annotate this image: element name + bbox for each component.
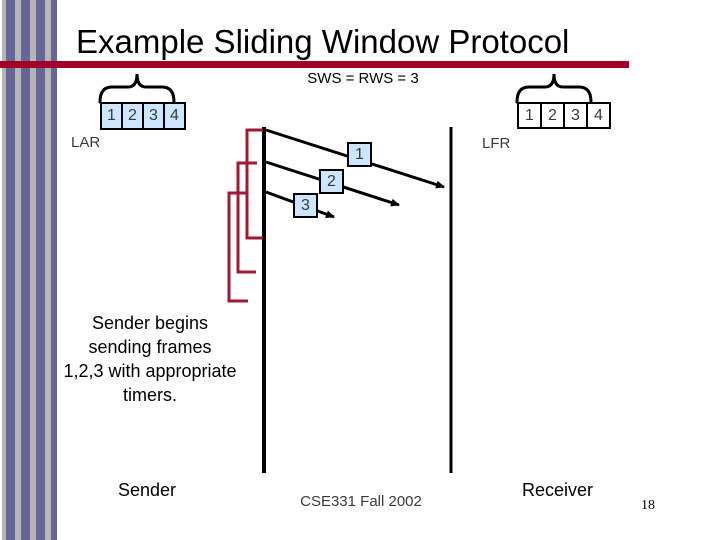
- timer-bracket-frame-2: [236, 161, 257, 274]
- page-title: Example Sliding Window Protocol: [76, 23, 570, 60]
- receiver-window-cell: 2: [540, 102, 565, 129]
- receiver-window-brace-icon: [515, 73, 593, 104]
- title-underline-bar: [0, 61, 629, 68]
- lfr-label: LFR: [482, 135, 511, 152]
- receiver-label: Receiver: [522, 480, 594, 500]
- sender-window-cell: 2: [121, 102, 144, 130]
- sidebar-stripes-decoration: [2, 0, 57, 540]
- frame-box-2: 2: [319, 169, 344, 194]
- sender-window-cell: 1: [100, 102, 123, 130]
- window-size-subtitle: SWS = RWS = 3: [307, 70, 419, 87]
- frame-box-3: 3: [293, 193, 318, 218]
- sender-window-cell: 4: [163, 102, 186, 130]
- timer-bracket-frame-1: [245, 128, 263, 240]
- receiver-window-cell: 3: [563, 102, 588, 129]
- receiver-window-cell: 4: [586, 102, 611, 129]
- sender-label: Sender: [118, 480, 177, 500]
- page-number: 18: [641, 498, 655, 513]
- caption-line: timers.: [123, 385, 177, 405]
- sender-window-cell: 3: [142, 102, 165, 130]
- sender-window: 1 2 3 4: [100, 102, 186, 130]
- frame-box-1: 1: [347, 142, 372, 167]
- receiver-window: 1 2 3 4: [517, 102, 611, 129]
- caption-text: Sender begins sending frames 1,2,3 with …: [40, 311, 260, 407]
- timer-bracket-frame-3: [227, 191, 248, 303]
- footer-course-text: CSE331 Fall 2002: [300, 493, 422, 510]
- caption-line: sending frames: [88, 337, 212, 357]
- lar-label: LAR: [71, 134, 101, 151]
- receiver-window-cell: 1: [517, 102, 542, 129]
- sender-window-brace-icon: [98, 73, 176, 104]
- caption-line: 1,2,3 with appropriate: [63, 361, 237, 381]
- caption-line: Sender begins: [91, 313, 209, 333]
